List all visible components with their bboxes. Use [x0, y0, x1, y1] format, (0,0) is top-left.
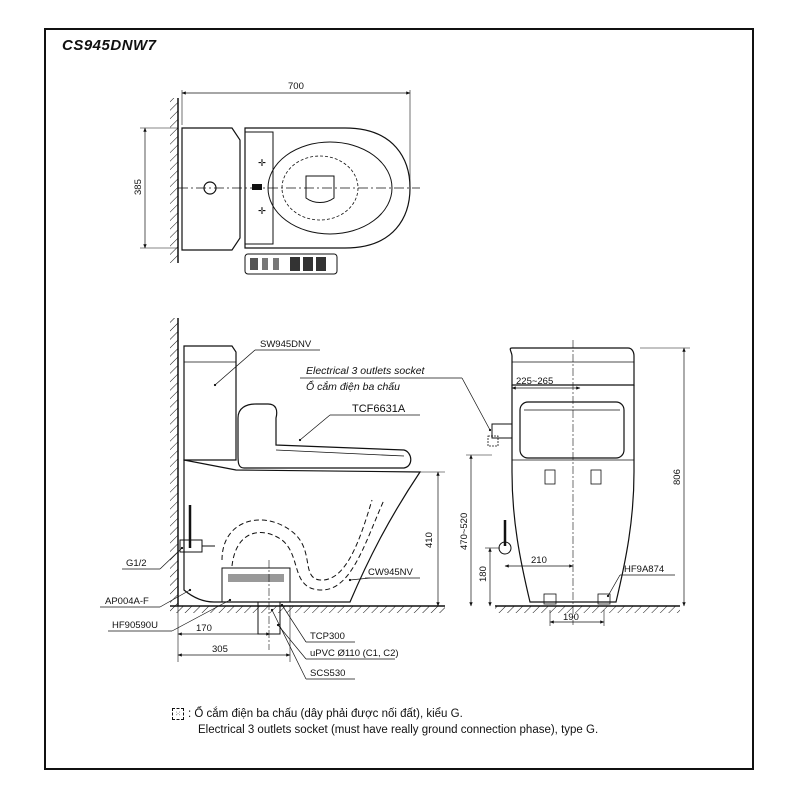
label-bolt: HF9A874	[624, 564, 664, 575]
socket-symbol-icon: ⁙	[172, 708, 184, 720]
label-bowl: CW945NV	[368, 567, 414, 578]
side-view: 410 170 305 SW945DNV Electrical 3 outlet…	[100, 318, 492, 680]
dim-socket-range: 225~265	[516, 376, 553, 387]
model-title: CS945DNW7	[62, 37, 157, 54]
note-english: Electrical 3 outlets socket (must have r…	[198, 724, 599, 736]
dim-seat-height: 410	[424, 532, 435, 548]
cross-icon: ✛	[258, 206, 266, 217]
cross-icon: ✛	[258, 158, 266, 169]
dim-bolt-spacing: 190	[563, 612, 579, 623]
label-angle-valve: AP004A-F	[105, 596, 149, 607]
dim-rough-in: 170	[196, 623, 212, 634]
legend-note: ⁙ : Ổ cắm điện ba chấu (dây phải được nố…	[172, 706, 598, 738]
label-tank: SW945DNV	[260, 339, 312, 350]
dim-inlet-height: 180	[478, 566, 489, 582]
label-pipe: uPVC Ø110 (C1, C2)	[310, 648, 399, 659]
front-view: 225~265 806 470~520 180 210 190 HF9A874	[459, 340, 690, 626]
label-socket-vi: Ổ cắm điện ba chấu	[306, 380, 400, 393]
dim-top-depth: 385	[133, 179, 144, 195]
drawing-frame	[44, 28, 754, 770]
label-seat: TCF6631A	[352, 403, 406, 415]
label-hose: HF90590U	[112, 620, 158, 631]
dim-top-width: 700	[288, 81, 304, 92]
dim-outlet-depth: 305	[212, 644, 228, 655]
dim-inlet-range: 470~520	[459, 513, 470, 550]
dim-side-inlet-width: 210	[531, 555, 547, 566]
label-socket-en: Electrical 3 outlets socket	[306, 365, 426, 377]
remote-control	[244, 253, 338, 275]
label-flange: TCP300	[310, 631, 345, 642]
note-vietnamese: : Ổ cắm điện ba chấu (dây phải được nối …	[188, 708, 463, 720]
label-valve: G1/2	[126, 558, 147, 569]
label-gasket: SCS530	[310, 668, 345, 679]
dim-total-height: 806	[672, 469, 683, 485]
plan-view: ✛ ✛ 700 385	[133, 81, 420, 275]
